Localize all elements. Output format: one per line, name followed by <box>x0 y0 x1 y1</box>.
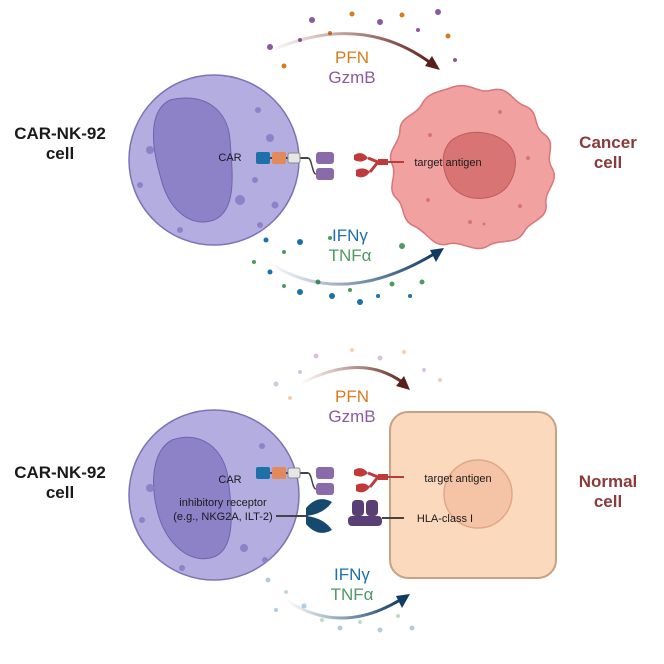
bottom-cytokine-particles <box>265 577 415 633</box>
ifn-label: IFNγ <box>334 565 370 584</box>
cytokine-release-arrow <box>285 598 401 620</box>
tnf-label: TNFα <box>331 585 374 604</box>
effector-cell-label-sub: cell <box>46 144 74 163</box>
effector-cell-label: CAR-NK-92 <box>14 124 106 143</box>
car-label: CAR <box>218 152 241 164</box>
cytotoxic-release-arrow <box>299 366 403 386</box>
target-antigen-label: target antigen <box>424 473 491 485</box>
normal-cell <box>389 411 557 579</box>
hla-class-i <box>348 500 404 526</box>
bottom-panel: CAR-NK-92 cell Normal cell PFN GzmB <box>14 348 637 633</box>
bottom-granule-particles <box>273 348 442 400</box>
top-cytokine-particles <box>252 236 425 305</box>
top-granule-particles <box>267 9 457 69</box>
cancer-nucleus <box>442 131 516 199</box>
gzmb-label: GzmB <box>328 407 375 426</box>
normal-nucleus <box>443 459 513 529</box>
inhibitory-receptor-label: inhibitory receptor <box>179 497 267 509</box>
cancer-cell-label-sub: cell <box>594 153 622 172</box>
tnf-label: TNFα <box>329 246 372 265</box>
top-panel: CAR-NK-92 cell Cancer cell PFN GzmB <box>14 9 637 305</box>
inhibitory-receptor <box>276 499 332 533</box>
car-receptor-top <box>256 152 334 180</box>
nk-cell-bottom <box>128 409 300 581</box>
nk-nucleus <box>153 436 232 560</box>
target-antigen-label: target antigen <box>414 157 481 169</box>
car-label: CAR <box>218 474 241 486</box>
cancer-cell-label: Cancer <box>579 133 637 152</box>
effector-cell-label: CAR-NK-92 <box>14 463 106 482</box>
normal-cell-label: Normal <box>579 472 638 491</box>
target-antigen-bottom <box>354 468 404 493</box>
nk-nucleus <box>152 97 233 223</box>
cytokine-release-arrow <box>267 252 435 286</box>
cytotoxic-release-arrow <box>267 32 433 66</box>
pfn-label: PFN <box>335 48 369 67</box>
car-receptor-bottom <box>256 467 334 495</box>
hla-label: HLA-class I <box>417 513 473 525</box>
cancer-cell <box>389 84 555 250</box>
effector-cell-label-sub: cell <box>46 483 74 502</box>
cytokine-arrowhead <box>430 248 444 262</box>
target-antigen-top <box>354 153 404 178</box>
ifn-label: IFNγ <box>332 226 368 245</box>
inhibitory-receptor-examples: (e.g., NKG2A, ILT-2) <box>173 511 272 523</box>
nk-cell-top <box>128 74 300 246</box>
pfn-label: PFN <box>335 387 369 406</box>
normal-cell-label-sub: cell <box>594 492 622 511</box>
cytokine-arrowhead <box>396 594 410 608</box>
cytotoxic-arrowhead <box>396 376 410 390</box>
gzmb-label: GzmB <box>328 68 375 87</box>
cytotoxic-arrowhead <box>425 56 440 70</box>
